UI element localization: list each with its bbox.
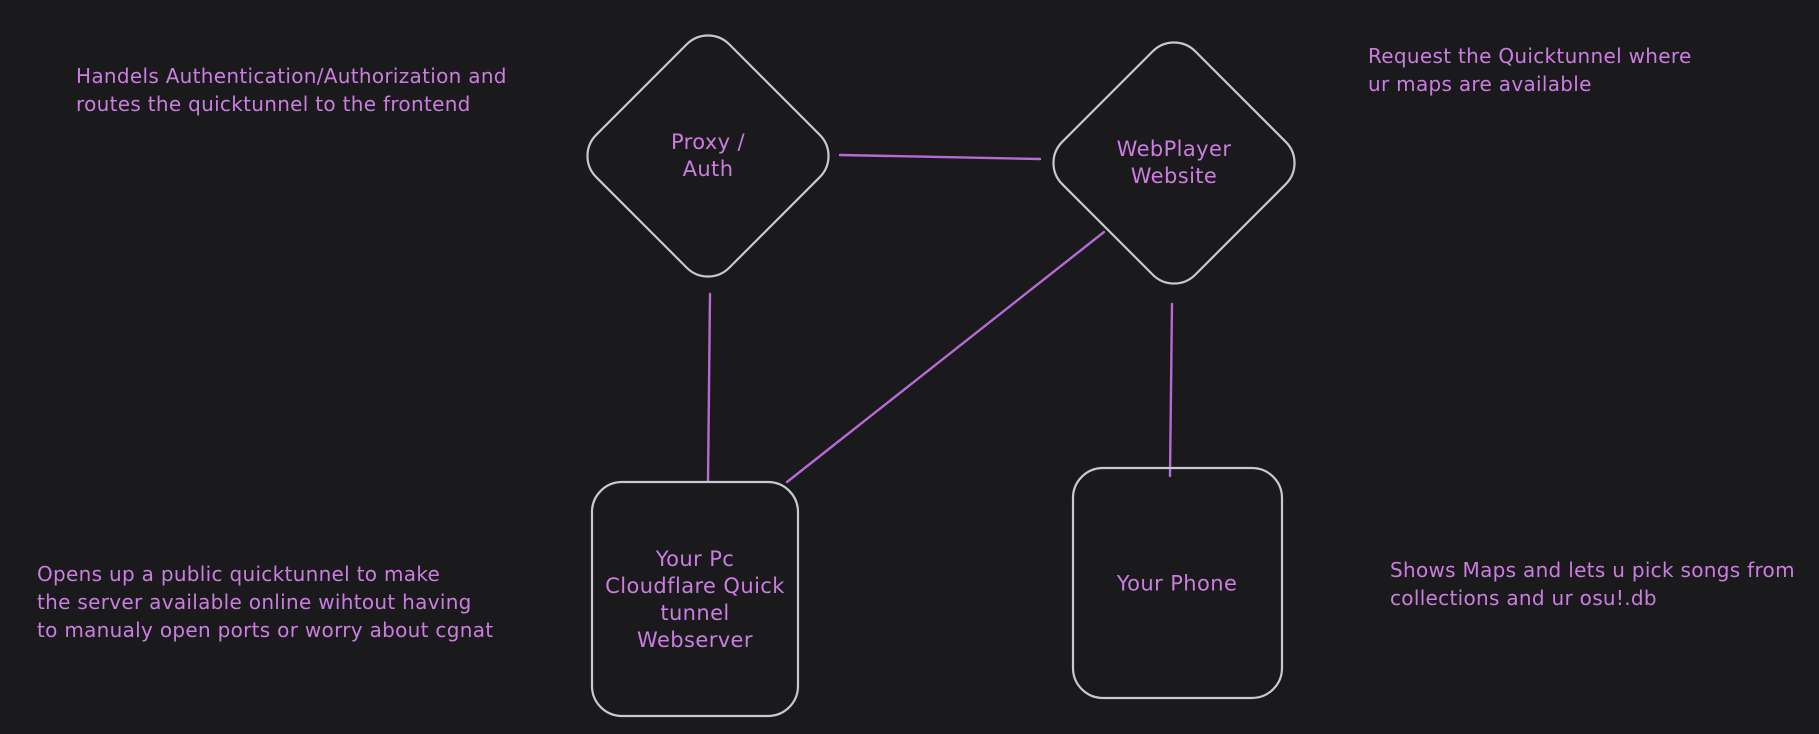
proxy-auth-node-label[interactable]: Proxy / Auth — [670, 130, 746, 181]
phone-node-shape[interactable] — [1071, 466, 1284, 700]
proxy-auth-node-shape[interactable] — [575, 23, 841, 289]
edge-proxy-webplayer[interactable] — [838, 153, 1042, 161]
annotation-phone[interactable]: Shows Maps and lets u pick songs from co… — [1390, 558, 1795, 610]
annotation-webserver[interactable]: Opens up a public quicktunnel to make th… — [37, 562, 494, 642]
edge-webplayer-phone[interactable] — [1168, 302, 1174, 478]
phone-node-label[interactable]: Your Phone — [1116, 571, 1238, 596]
pc-webserver-node-shape[interactable] — [590, 480, 800, 718]
pc-webserver-node-label[interactable]: Your Pc Cloudflare Quick tunnel Webserve… — [605, 547, 785, 652]
edge-proxy-webserver[interactable] — [706, 292, 712, 483]
annotation-proxy-auth[interactable]: Handels Authentication/Authorization and… — [76, 64, 507, 116]
webplayer-node-label[interactable]: WebPlayer Website — [1116, 137, 1232, 188]
edge-webplayer-webserver[interactable] — [785, 230, 1106, 484]
annotation-webplayer[interactable]: Request the Quicktunnel where ur maps ar… — [1368, 44, 1692, 96]
webplayer-node-shape[interactable] — [1041, 30, 1307, 296]
